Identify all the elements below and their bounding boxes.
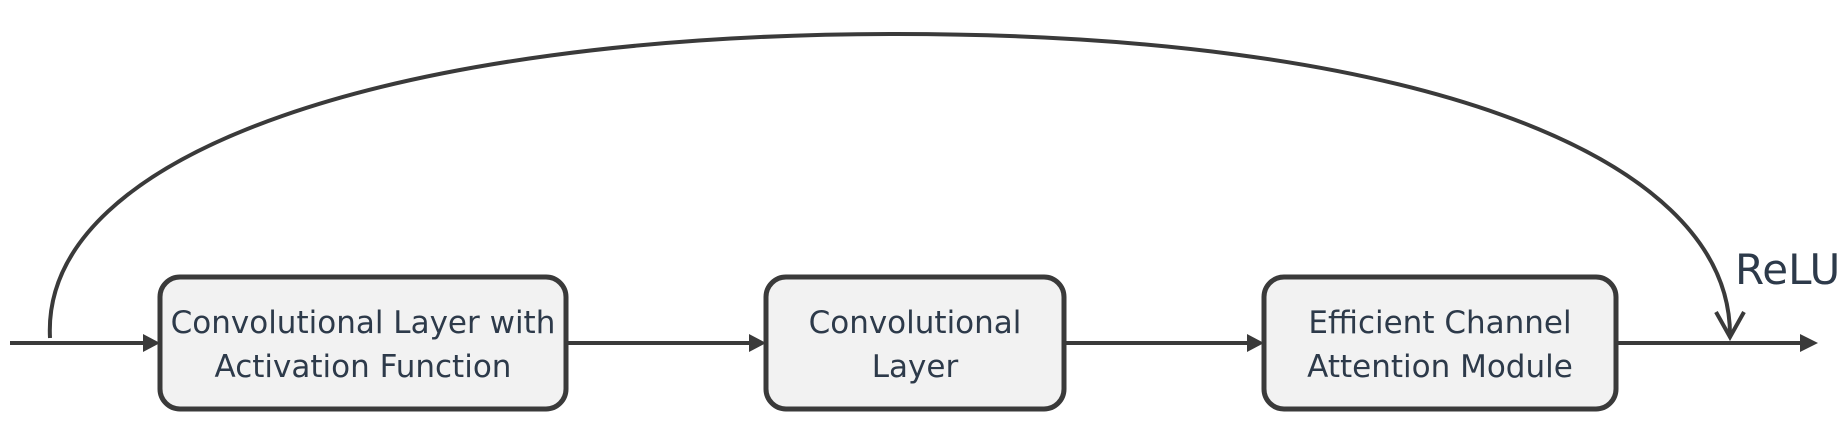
skip-connection-arrowhead: [1714, 311, 1746, 342]
node-eca-line-1: Efficient Channel: [1308, 305, 1571, 341]
node-eca: Efficient Channel Attention Module: [1261, 274, 1619, 412]
input-edge-arrowhead: [143, 334, 160, 352]
node-conv-act-line-2: Activation Function: [215, 349, 512, 385]
skip-connection-label: ReLU: [1735, 245, 1840, 294]
node-conv-line-2: Layer: [872, 349, 959, 385]
node-conv-act-line-1: Convolutional Layer with: [171, 305, 556, 341]
output-edge-arrowhead: [1800, 334, 1818, 352]
node-conv: Convolutional Layer: [763, 274, 1067, 412]
node-conv-act-box: [157, 274, 569, 412]
edge-conv-act-to-conv-arrowhead: [749, 334, 766, 352]
node-conv-act: Convolutional Layer with Activation Func…: [157, 274, 569, 412]
node-conv-line-1: Convolutional: [809, 305, 1022, 341]
node-eca-line-2: Attention Module: [1307, 349, 1573, 385]
edge-conv-to-eca-arrowhead: [1247, 334, 1264, 352]
node-eca-box: [1261, 274, 1619, 412]
skip-connection-arc: [47, 31, 1732, 339]
node-conv-box: [763, 274, 1067, 412]
